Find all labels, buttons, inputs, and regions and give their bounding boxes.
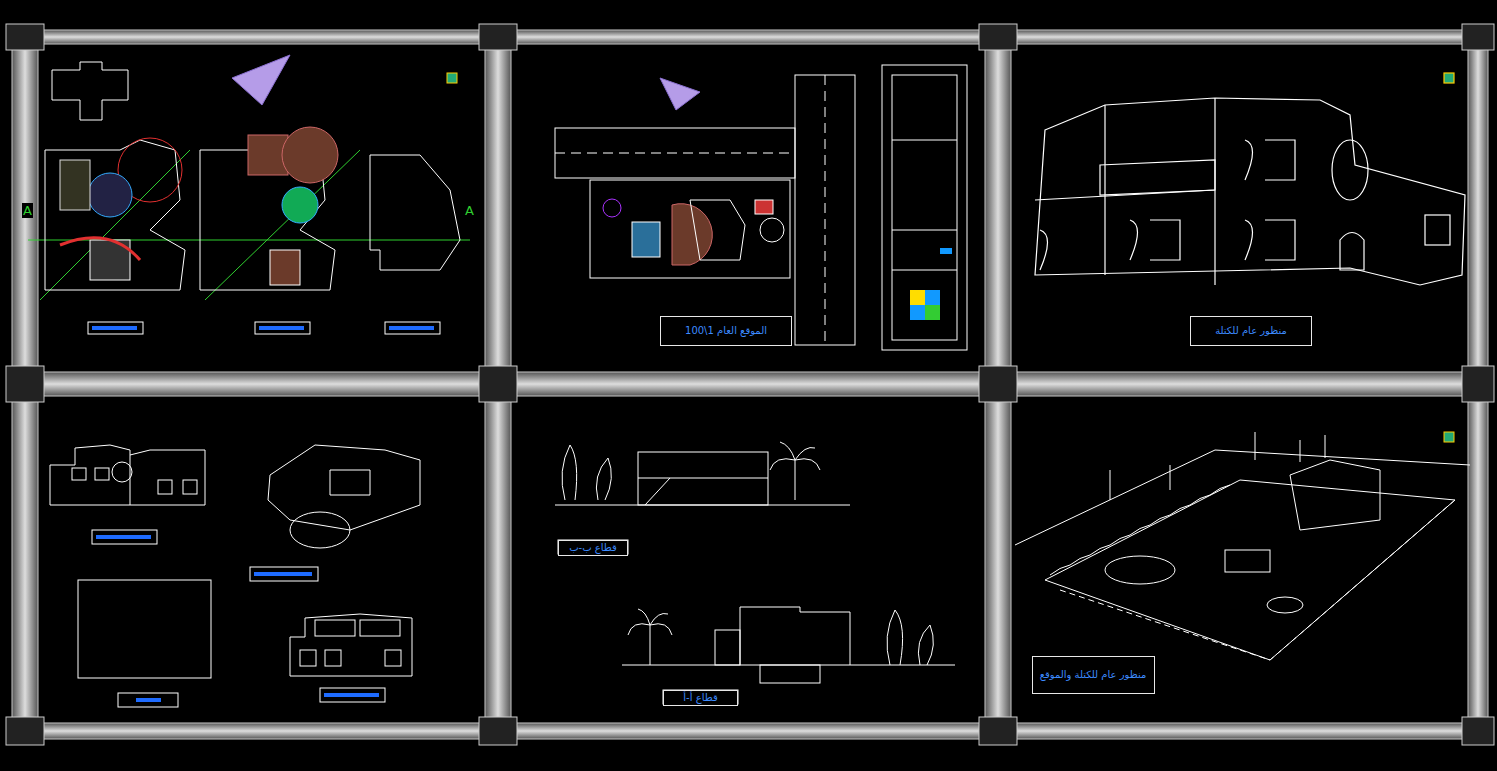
caption-box: قطاع أ-أ: [663, 690, 738, 706]
caption-text: منظور عام للكتلة والموقع: [1038, 669, 1149, 681]
caption-text: منظور عام للكتلة: [1213, 325, 1289, 337]
perspective-view: [1035, 73, 1465, 285]
caption-box: الموقع العام 1\100: [660, 316, 792, 346]
caption-text: قطاع أ-أ: [681, 692, 719, 704]
sections: [555, 442, 955, 704]
caption-text: قطاع ب-ب: [567, 542, 619, 554]
caption-box: قطاع ب-ب: [558, 540, 628, 556]
floor-plans: [28, 55, 470, 334]
section-mark: A: [22, 203, 33, 218]
sheet-frame: [6, 24, 1494, 745]
site-plan: [555, 65, 967, 350]
aerial-perspective: [1015, 432, 1470, 660]
caption-box: منظور عام للكتلة والموقع: [1032, 656, 1155, 694]
caption-box: منظور عام للكتلة: [1190, 316, 1312, 346]
section-mark: A: [464, 203, 475, 218]
caption-text: الموقع العام 1\100: [683, 325, 769, 337]
elevations: [50, 445, 420, 707]
